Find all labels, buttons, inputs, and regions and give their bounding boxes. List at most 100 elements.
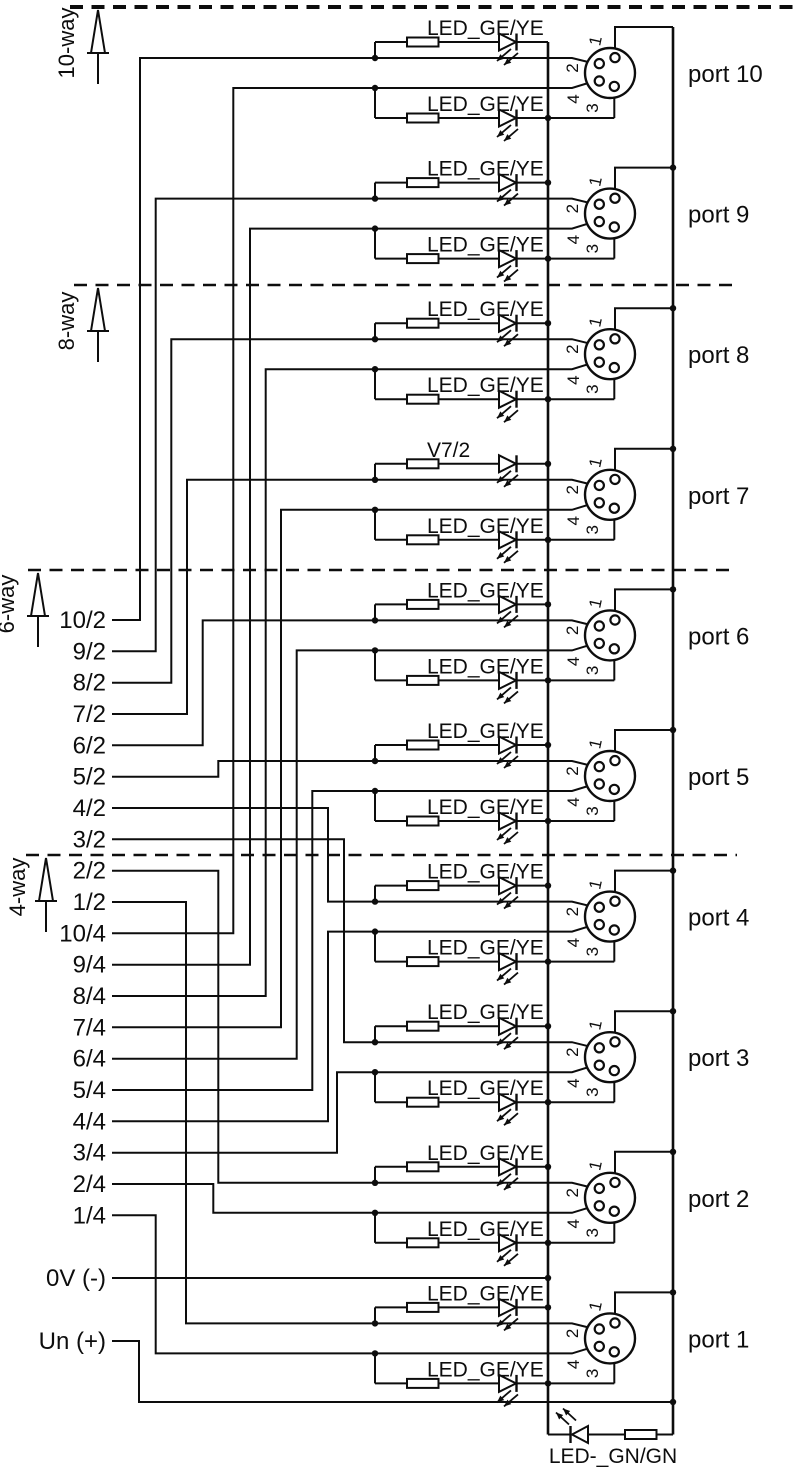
pin-number: 1	[585, 1300, 606, 1313]
led-label: LED_GE/YE	[427, 1358, 544, 1381]
arrow-head	[504, 415, 512, 423]
signal-5-2: 5/2	[73, 760, 596, 791]
resistor	[406, 956, 440, 968]
pin-number: 1	[585, 1159, 606, 1172]
pin-number: 3	[583, 1087, 602, 1096]
arrow-head	[504, 134, 512, 141]
diode-triangle	[498, 1092, 519, 1113]
port-label: port 1	[688, 1326, 749, 1353]
led-symbol	[496, 1373, 519, 1408]
junction-dot	[669, 1008, 677, 1015]
arrow-head	[497, 833, 505, 840]
section-separator: 4-way	[5, 853, 737, 932]
light-emission-arrow	[503, 831, 519, 845]
signal-label: 4/4	[73, 1108, 106, 1135]
junction-dot	[669, 586, 677, 593]
arrow-head	[497, 54, 505, 61]
arrow-triangle	[37, 857, 55, 902]
light-emission-arrow	[496, 827, 512, 841]
arrow-head	[504, 977, 512, 985]
pin1-wire	[614, 26, 673, 54]
diode-triangle	[498, 1232, 519, 1253]
arrow-head	[504, 198, 512, 206]
pin-number: 1	[585, 597, 606, 610]
resistor	[624, 1429, 658, 1440]
junction-dot	[669, 1398, 677, 1406]
light-emission-arrow	[503, 1317, 519, 1332]
pin-number: 2	[563, 907, 582, 916]
arrow-head	[497, 475, 505, 483]
connector-pin-4	[593, 497, 606, 509]
led-label: LED_GE/YE	[427, 796, 544, 819]
resistor	[406, 1237, 440, 1249]
pin1-wire	[614, 1291, 673, 1319]
led-symbol	[496, 1297, 519, 1332]
pin-number: 1	[585, 315, 606, 328]
arrow-head	[504, 479, 512, 487]
signal-label: 1/4	[73, 1202, 106, 1229]
led-symbol	[496, 389, 519, 423]
signal-wire	[112, 869, 596, 1190]
connector-pin-1	[609, 473, 621, 486]
connector-pin-3	[608, 924, 621, 936]
led-label: LED_GE/YE	[427, 515, 544, 538]
section-separator: 10-way	[54, 5, 798, 84]
arrow-head	[497, 1395, 505, 1403]
arrow-head	[497, 692, 505, 700]
port-label: port 10	[688, 61, 763, 88]
led-label: LED_GE/YE	[427, 158, 544, 181]
light-emission-arrow	[503, 895, 519, 910]
diode-triangle	[498, 951, 519, 972]
pin-number: 3	[583, 103, 602, 112]
junction-dot	[669, 1289, 677, 1296]
junction-dot	[669, 1148, 677, 1156]
light-emission-arrow	[496, 751, 512, 765]
light-emission-arrow	[503, 52, 519, 66]
led-symbol	[496, 313, 519, 347]
pin-number: 3	[583, 947, 602, 956]
led-label: LED_GE/YE	[427, 1001, 544, 1024]
arrow-triangle	[29, 572, 47, 617]
pin-number: 2	[563, 485, 582, 494]
pin-number: 1	[585, 737, 606, 750]
signal-label: 10/2	[59, 607, 106, 634]
diode-triangle	[498, 248, 519, 269]
section-separator: 6-way	[0, 568, 737, 647]
signal-5-4: 5/4	[73, 783, 596, 1104]
light-emission-arrow	[496, 891, 512, 906]
signal-wire	[112, 220, 596, 966]
diode-triangle	[498, 875, 519, 896]
signal-wire	[112, 361, 596, 997]
pin-number: 1	[585, 878, 606, 891]
way-label: 4-way	[5, 858, 30, 917]
light-emission-arrow	[496, 124, 512, 138]
port-label: port 6	[688, 623, 749, 650]
diode-triangle	[498, 529, 519, 550]
connector-pin-3	[608, 1205, 621, 1217]
arrow-head	[563, 1408, 571, 1416]
junction-dot	[544, 1239, 552, 1247]
junction-dot	[371, 366, 379, 373]
arrow-head	[504, 620, 512, 628]
pin-number: 2	[563, 1188, 582, 1197]
arrow-head	[497, 973, 505, 981]
light-emission-arrow	[496, 264, 512, 279]
arrow-head	[504, 1118, 512, 1126]
connector-pin-4	[593, 778, 606, 790]
light-emission-arrow	[496, 48, 512, 62]
connector-pin-1	[609, 51, 621, 64]
resistor	[406, 739, 440, 751]
light-emission-arrow	[503, 474, 519, 488]
signal-label: 9/4	[73, 952, 106, 979]
pin-number: 3	[583, 384, 602, 393]
arrow-head	[497, 1319, 505, 1327]
light-emission-arrow	[496, 188, 512, 203]
port-label: port 9	[688, 202, 749, 229]
arrow-head	[497, 616, 505, 624]
signal-wire	[112, 901, 596, 1330]
